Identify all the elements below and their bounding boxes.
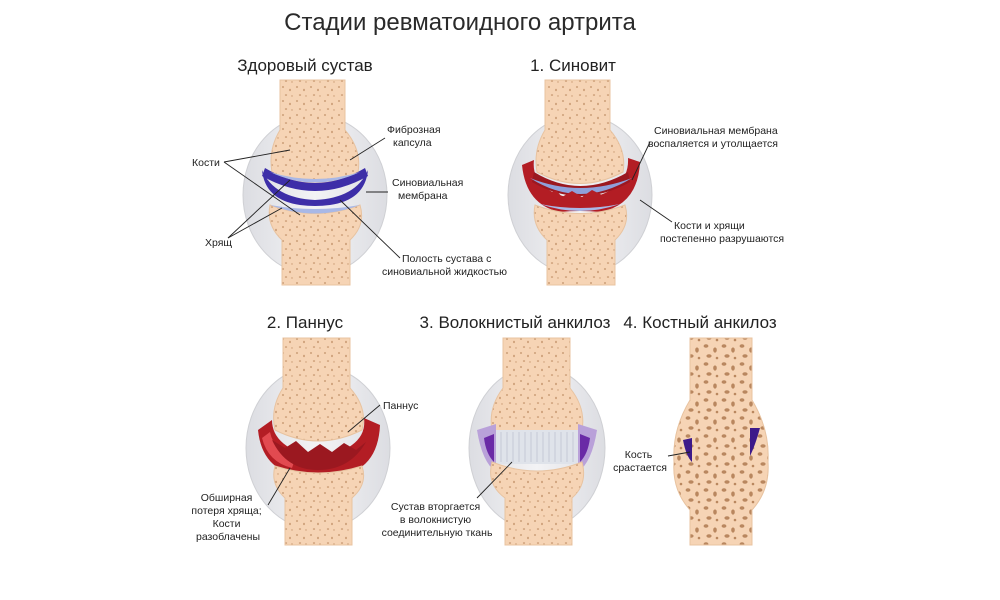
upper-bone [535,79,625,184]
erosion-edge [548,190,614,204]
residue-right [750,428,760,456]
label-fibrous-capsule: Фиброзная капсула [387,124,443,149]
label-line: в волокнистую [400,514,471,526]
label-line: потеря хряща; [191,505,261,517]
label-line: синовиальной жидкостью [382,266,507,278]
purple-core-right [580,434,590,462]
label-line: Полость сустава с [402,253,491,265]
label-line: Кости [213,518,241,530]
panel-synovitis-title: 1. Синовит [530,56,616,75]
label-line: соединительную ткань [382,527,493,539]
label-line: Кость [625,449,653,461]
label-line: срастается [613,462,667,474]
lower-bone [533,204,628,286]
upper-bone [273,337,364,442]
panel-healthy-title: Здоровый сустав [237,56,372,75]
lower-bone [268,204,363,286]
synovial-membrane [262,170,368,206]
label-line: Обширная [201,492,253,504]
label-bone-fuses: Кость срастается [613,449,667,474]
label-membrane-inflamed: Синовиальная мембрана воспаляется и утол… [648,125,781,150]
panel-healthy: Здоровый сустав Фиброзная капсула Кости … [192,56,507,286]
label-line: Синовиальная [392,177,463,189]
thinning-cartilage [530,178,632,194]
label-line: Сустав вторгается [391,501,480,513]
panel-fibrous-ankylosis-title: 3. Волокнистый анкилоз [420,313,611,332]
panel-bony-ankylosis-title: 4. Костный анкилоз [623,313,777,332]
residue-left [683,438,692,462]
panel-pannus-title: 2. Паннус [267,313,344,332]
upper-bone [270,79,360,184]
lower-bone [273,465,365,546]
label-line: Синовиальная мембрана [654,125,778,137]
label-joint-invaded: Сустав вторгается в волокнистую соединит… [382,501,493,539]
eroded-surface [272,440,366,470]
label-line: разоблачены [196,531,260,543]
panel-fibrous-ankylosis: 3. Волокнистый анкилоз Сустав вторгается… [382,313,611,546]
panel-synovitis: 1. Синовит Синовиальная мембрана воспаля… [507,56,784,286]
label-bones: Кости [192,157,220,169]
panel-bony-ankylosis: 4. Костный анкилоз Кость срастается [613,313,777,546]
label-synovial-membrane: Синовиальная мембрана [392,177,466,202]
label-line: капсула [393,137,432,149]
upper-cartilage [270,172,360,183]
page-title: Стадии ревматоидного артрита [284,9,636,36]
fibrous-tissue [490,430,585,464]
synovial-cavity [262,168,368,191]
inflamed-membrane [522,158,640,212]
label-line: постепенно разрушаются [660,233,784,245]
panel-pannus: 2. Паннус Паннус Обширная потеря хряща; … [191,313,418,546]
label-line: воспаляется и утолщается [648,138,778,150]
label-joint-cavity: Полость сустава с синовиальной жидкостью [382,253,507,278]
label-cartilage: Хрящ [205,237,232,249]
label-line: Фиброзная [387,124,441,136]
fused-bone [673,337,769,546]
label-pannus: Паннус [383,400,418,412]
label-cartilage-loss: Обширная потеря хряща; Кости разоблачены [191,492,264,543]
lower-bone [490,461,585,546]
lower-cartilage [270,205,360,214]
label-line: Кости и хрящи [674,220,745,232]
label-line: мембрана [398,190,448,202]
lower-cartilage [540,204,620,211]
purple-core-left [484,434,494,462]
label-bones-destroyed: Кости и хрящи постепенно разрушаются [660,220,784,245]
upper-bone [490,337,584,440]
